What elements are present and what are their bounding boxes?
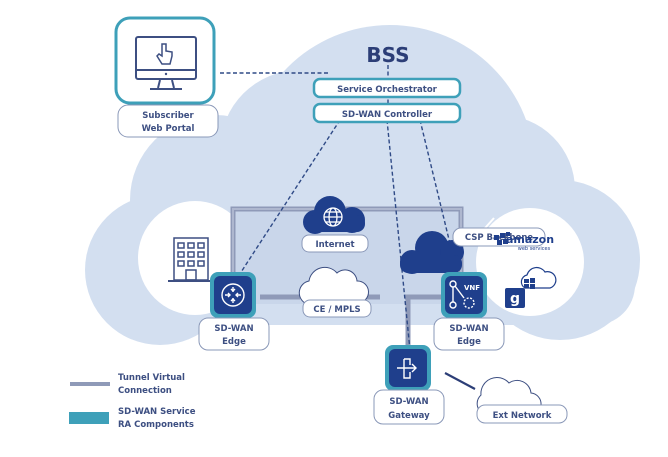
ext-network-label: Ext Network (493, 411, 552, 421)
csp-backbone-label: CSP Backbone (465, 233, 534, 243)
amazon-logo-text: amazon (506, 233, 554, 246)
legend-tunnel-line2: Connection (118, 386, 172, 396)
portal-label-line2: Web Portal (142, 124, 195, 134)
vnf-badge: VNF (464, 284, 480, 292)
cloud-providers-circle (476, 208, 584, 316)
legend-components-line2: RA Components (118, 420, 194, 430)
router-icon (221, 283, 245, 307)
sdwan-edge-left[interactable]: SD-WAN Edge (198, 272, 270, 351)
service-orchestrator[interactable]: Service Orchestrator (312, 77, 462, 99)
vnf-icon (449, 280, 475, 309)
ce-mpls-label: CE / MPLS (313, 305, 360, 315)
legend-tunnel-line1: Tunnel Virtual (118, 373, 185, 383)
gateway-icon (397, 358, 417, 379)
legend-item-components: SD-WAN Service RA Components (69, 407, 196, 430)
gateway-label-line2: Gateway (388, 411, 430, 421)
legend-swatch-components (69, 412, 109, 424)
ce-mpls-cloud[interactable]: CE / MPLS (298, 266, 372, 318)
sdwan-gateway[interactable]: SD-WAN Gateway (373, 345, 445, 425)
gateway-ext-link (444, 372, 476, 390)
sdwan-controller-label: SD-WAN Controller (342, 110, 433, 120)
google-icon[interactable]: g (505, 288, 525, 308)
internet-cloud-shape (303, 196, 365, 234)
building-icon (168, 237, 214, 282)
internet-cloud[interactable]: Internet (301, 196, 369, 253)
legend-item-tunnel: Tunnel Virtual Connection (70, 373, 185, 396)
edge-right-label-line2: Edge (457, 337, 481, 347)
ext-network-cloud[interactable]: Ext Network (476, 377, 568, 424)
amazon-logo-subtext: web services (518, 246, 551, 252)
control-plane-links (220, 65, 461, 351)
gateway-label-line1: SD-WAN (389, 397, 428, 407)
svg-text:g: g (510, 291, 520, 307)
sdwan-controller[interactable]: SD-WAN Controller (312, 102, 462, 124)
subscriber-web-portal[interactable]: Subscriber Web Portal (114, 16, 219, 138)
edge-left-label-line1: SD-WAN (214, 324, 253, 334)
globe-icon (323, 207, 343, 227)
monitor-touch-icon (135, 36, 197, 90)
legend-swatch-tunnel (70, 382, 110, 386)
azure-cloud-icon[interactable] (520, 266, 557, 289)
aws-icon[interactable]: amazon web services (494, 232, 554, 252)
edge-left-label-line2: Edge (222, 337, 246, 347)
internet-label: Internet (315, 240, 354, 250)
bss-title: BSS (366, 43, 409, 67)
portal-label-line1: Subscriber (142, 111, 194, 121)
csp-cloud (400, 231, 464, 274)
edge-right-label-line1: SD-WAN (449, 324, 488, 334)
legend: Tunnel Virtual Connection SD-WAN Service… (69, 373, 196, 430)
service-orchestrator-label: Service Orchestrator (337, 85, 438, 95)
legend-components-line1: SD-WAN Service (118, 407, 196, 417)
sdwan-edge-right[interactable]: VNF SD-WAN Edge (433, 272, 505, 351)
ce-mpls-cloud-shape (298, 266, 369, 304)
